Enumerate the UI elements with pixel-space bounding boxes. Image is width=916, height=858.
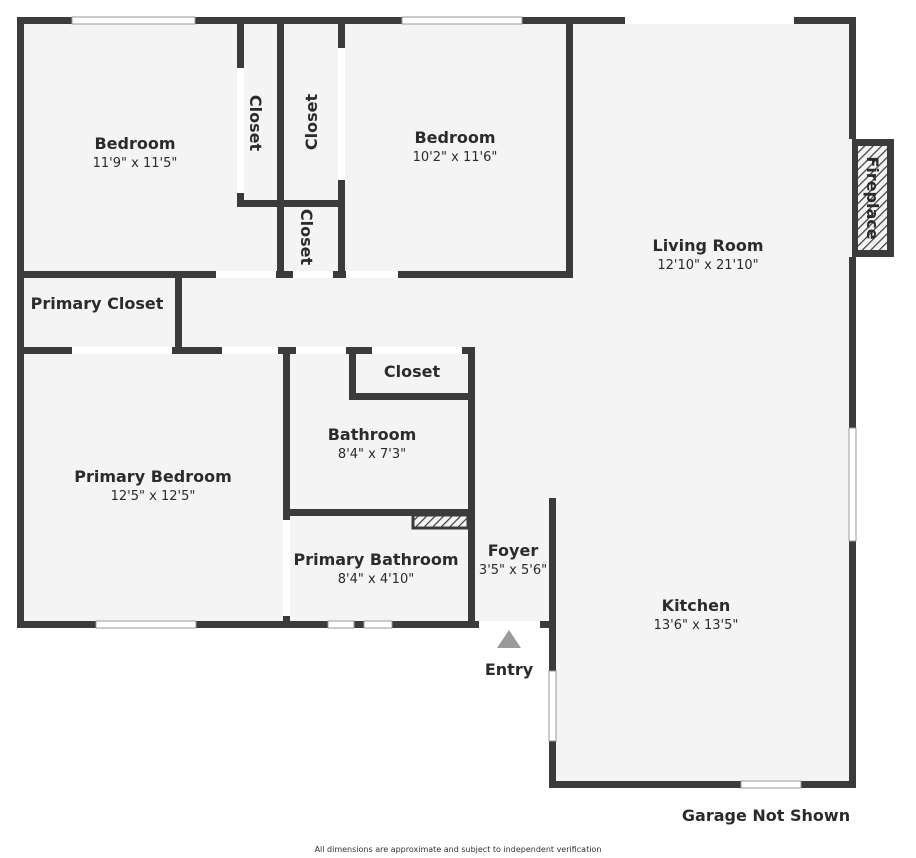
entry-label: Entry (485, 660, 534, 679)
bedroom-mid-name: Bedroom (414, 128, 495, 147)
wall-bottom-foyer-right (540, 621, 556, 628)
kitchen-name: Kitchen (662, 596, 731, 615)
door-closet-c (293, 271, 333, 278)
garage-note: Garage Not Shown (682, 806, 850, 825)
window-bedroom-left (71, 16, 196, 25)
bath-vanity (411, 513, 470, 530)
door-bathroom (296, 347, 346, 354)
wall-bath-right (468, 347, 475, 628)
wall-hall-closet-bottom (349, 393, 475, 400)
wall-bottom-left (17, 621, 479, 628)
window-primary-bath-1 (327, 620, 355, 629)
window-bedroom-mid (401, 16, 523, 25)
window-primary-bedroom (95, 620, 197, 629)
wall-closet-a-bottom (237, 200, 345, 207)
bedroom-left-name: Bedroom (94, 134, 175, 153)
closet-a-name: Closet (246, 95, 265, 152)
door-closet-b (338, 48, 345, 180)
kitchen-dims: 13'6" x 13'5" (654, 618, 739, 633)
bathroom-dims: 8'4" x 7'3" (338, 447, 406, 462)
door-bedroom-left (216, 271, 276, 278)
fireplace-name: Fireplace (863, 156, 882, 239)
wall-top-left (17, 17, 625, 24)
wall-closet-a-b (277, 17, 284, 278)
primary-bathroom-name: Primary Bathroom (293, 550, 458, 569)
wall-left (17, 17, 24, 628)
living-room-name: Living Room (653, 236, 764, 255)
wall-primary-closet-right (175, 271, 182, 354)
foyer-name: Foyer (488, 541, 539, 560)
living-room-dims: 12'10" x 21'10" (657, 258, 758, 273)
hall-closet-name: Closet (384, 362, 441, 381)
primary-bedroom-name: Primary Bedroom (74, 467, 232, 486)
primary-closet-name: Primary Closet (31, 294, 164, 313)
foyer-dims: 3'5" x 5'6" (479, 563, 547, 578)
window-kitchen-left (548, 670, 557, 742)
wall-hall-closet-left (349, 347, 356, 400)
bedroom-mid-dims: 10'2" x 11'6" (413, 150, 498, 165)
fireplace-firebox (858, 146, 887, 250)
opening-living-top (625, 17, 794, 24)
wall-kitchen-left (549, 498, 556, 788)
wall-kitchen-bottom (549, 781, 856, 788)
opening-foyer-entry (479, 621, 540, 628)
door-closet-a (237, 68, 244, 193)
door-primary-bathroom (283, 520, 290, 616)
wall-top-right (794, 17, 856, 24)
floor-main (22, 22, 852, 625)
floor-kitchen (553, 600, 852, 785)
door-bedroom-mid (346, 271, 398, 278)
door-primary-bedroom (222, 347, 278, 354)
window-kitchen-bottom (740, 780, 802, 789)
closet-c-name: Closet (297, 209, 316, 266)
window-living-right (848, 427, 857, 542)
bathroom-name: Bathroom (328, 425, 417, 444)
wall-bath-divider (283, 509, 475, 516)
entry-arrow-icon (497, 630, 521, 648)
door-primary-closet (72, 347, 172, 354)
wall-bath-left (283, 347, 290, 628)
disclaimer: All dimensions are approximate and subje… (315, 845, 602, 854)
primary-bathroom-dims: 8'4" x 4'10" (338, 572, 414, 587)
bedroom-left-dims: 11'9" x 11'5" (93, 156, 178, 171)
primary-bedroom-dims: 12'5" x 12'5" (111, 489, 196, 504)
window-primary-bath-2 (363, 620, 393, 629)
closet-b-name: Closet (302, 94, 321, 151)
wall-living-divider (566, 17, 573, 278)
wall-right-upper (849, 17, 856, 139)
door-hall-closet (372, 347, 462, 354)
